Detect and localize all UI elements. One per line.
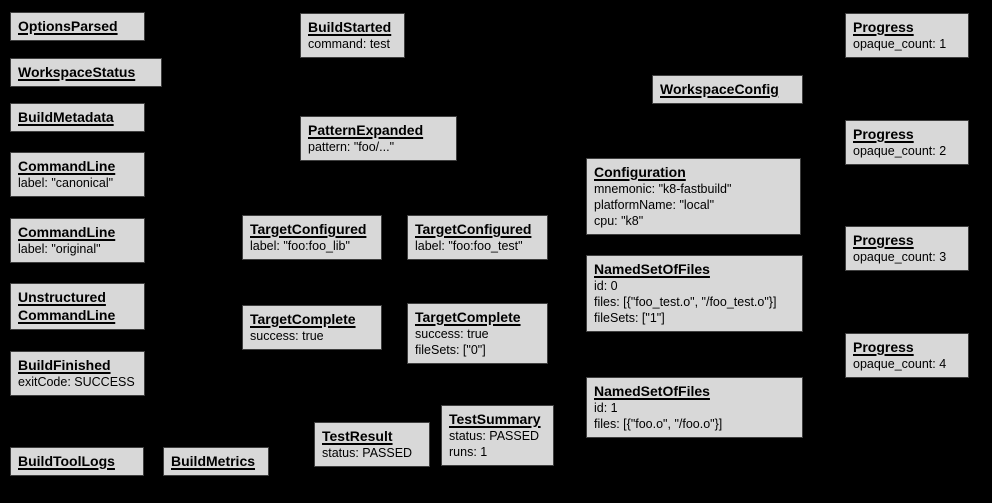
event-title: WorkspaceStatus — [18, 64, 136, 80]
event-attributes: label: "canonical" — [18, 176, 114, 190]
event-title: NamedSetOfFiles — [594, 383, 710, 399]
unstructured-command-line-box: Unstructured CommandLine — [10, 283, 145, 330]
named-set-of-files-1-box: NamedSetOfFiles id: 1 files: [{"foo.o", … — [586, 377, 803, 438]
event-attributes: opaque_count: 3 — [853, 250, 947, 264]
build-finished-box: BuildFinished exitCode: SUCCESS — [10, 351, 145, 396]
build-tool-logs-box: BuildToolLogs — [10, 447, 144, 476]
event-attributes: success: true — [250, 329, 324, 343]
event-title: WorkspaceConfig — [660, 81, 779, 97]
target-configured-foo-test-box: TargetConfigured label: "foo:foo_test" — [407, 215, 548, 260]
event-title: Progress — [853, 19, 914, 35]
event-attributes: command: test — [308, 37, 390, 51]
target-complete-foo-lib-box: TargetComplete success: true — [242, 305, 382, 350]
command-line-original-box: CommandLine label: "original" — [10, 218, 145, 263]
event-title: BuildMetrics — [171, 453, 256, 469]
event-title: Configuration — [594, 164, 686, 180]
event-title: CommandLine — [18, 158, 116, 174]
progress-1-box: Progress opaque_count: 1 — [845, 13, 969, 58]
workspace-config-box: WorkspaceConfig — [652, 75, 803, 104]
progress-2-box: Progress opaque_count: 2 — [845, 120, 969, 165]
event-title: Progress — [853, 232, 914, 248]
event-title: TargetConfigured — [250, 221, 367, 237]
named-set-of-files-0-box: NamedSetOfFiles id: 0 files: [{"foo_test… — [586, 255, 803, 332]
event-title: BuildToolLogs — [18, 453, 115, 469]
event-attributes: opaque_count: 2 — [853, 144, 947, 158]
target-complete-foo-test-box: TargetComplete success: true fileSets: [… — [407, 303, 548, 364]
event-attributes: label: "foo:foo_test" — [415, 239, 523, 253]
event-title: OptionsParsed — [18, 18, 118, 34]
configuration-box: Configuration mnemonic: "k8-fastbuild" p… — [586, 158, 801, 235]
event-attributes: status: PASSED — [322, 446, 413, 460]
event-attributes: label: "original" — [18, 242, 101, 256]
event-attributes: opaque_count: 1 — [853, 37, 947, 51]
pattern-expanded-box: PatternExpanded pattern: "foo/..." — [300, 116, 457, 161]
event-title: TestSummary — [449, 411, 541, 427]
event-title: Unstructured CommandLine — [18, 289, 116, 323]
progress-3-box: Progress opaque_count: 3 — [845, 226, 969, 271]
test-result-box: TestResult status: PASSED — [314, 422, 430, 467]
event-title: BuildMetadata — [18, 109, 114, 125]
event-attributes: mnemonic: "k8-fastbuild" platformName: "… — [594, 182, 732, 228]
event-attributes: opaque_count: 4 — [853, 357, 947, 371]
event-attributes: id: 0 files: [{"foo_test.o", "/foo_test.… — [594, 279, 777, 325]
event-title: TargetConfigured — [415, 221, 532, 237]
command-line-canonical-box: CommandLine label: "canonical" — [10, 152, 145, 197]
event-title: Progress — [853, 339, 914, 355]
event-attributes: status: PASSED runs: 1 — [449, 429, 540, 459]
progress-4-box: Progress opaque_count: 4 — [845, 333, 969, 378]
event-attributes: pattern: "foo/..." — [308, 140, 395, 154]
event-title: CommandLine — [18, 224, 116, 240]
workspace-status-box: WorkspaceStatus — [10, 58, 162, 87]
build-started-box: BuildStarted command: test — [300, 13, 405, 58]
event-title: BuildStarted — [308, 19, 392, 35]
event-title: NamedSetOfFiles — [594, 261, 710, 277]
event-attributes: label: "foo:foo_lib" — [250, 239, 350, 253]
test-summary-box: TestSummary status: PASSED runs: 1 — [441, 405, 554, 466]
build-metrics-box: BuildMetrics — [163, 447, 269, 476]
build-metadata-box: BuildMetadata — [10, 103, 145, 132]
event-title: TargetComplete — [250, 311, 356, 327]
event-attributes: id: 1 files: [{"foo.o", "/foo.o"}] — [594, 401, 723, 431]
event-title: TestResult — [322, 428, 393, 444]
event-attributes: exitCode: SUCCESS — [18, 375, 135, 389]
event-title: Progress — [853, 126, 914, 142]
event-title: TargetComplete — [415, 309, 521, 325]
target-configured-foo-lib-box: TargetConfigured label: "foo:foo_lib" — [242, 215, 382, 260]
event-title: PatternExpanded — [308, 122, 424, 138]
options-parsed-box: OptionsParsed — [10, 12, 145, 41]
event-attributes: success: true fileSets: ["0"] — [415, 327, 489, 357]
event-title: BuildFinished — [18, 357, 111, 373]
